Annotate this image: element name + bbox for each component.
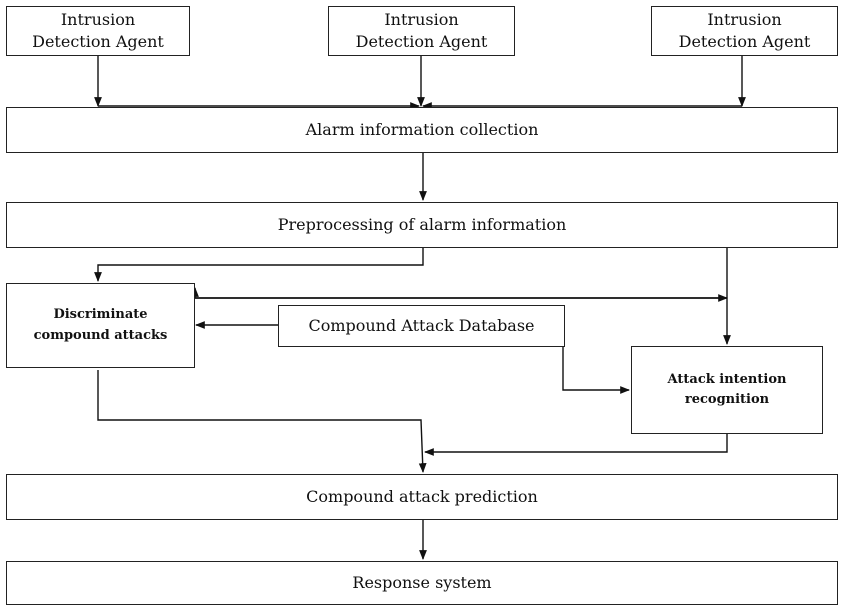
intrusion-detection-agent-right: Intrusion Detection Agent bbox=[651, 6, 838, 56]
preprocessing-box: Preprocessing of alarm information bbox=[6, 202, 838, 248]
agent-label-line1: Intrusion bbox=[707, 10, 782, 30]
intention-label-line2: recognition bbox=[684, 392, 770, 407]
response-label: Response system bbox=[352, 573, 492, 593]
alarm-collection-label: Alarm information collection bbox=[305, 120, 539, 140]
intrusion-detection-agent-center: Intrusion Detection Agent bbox=[328, 6, 515, 56]
intention-to-prediction-arrow bbox=[424, 434, 728, 456]
discriminate-label-line2: compound attacks bbox=[33, 327, 168, 343]
agent-label-line2: Detection Agent bbox=[32, 32, 164, 51]
discriminate-label-line1: Discriminate bbox=[53, 307, 148, 323]
preprocessing-to-discriminate-arrow bbox=[94, 247, 424, 282]
compound-attack-prediction-box: Compound attack prediction bbox=[6, 474, 838, 520]
discriminate-compound-attacks-box: Discriminate compound attacks bbox=[6, 283, 195, 368]
intrusion-detection-agent-left: Intrusion Detection Agent bbox=[6, 6, 190, 56]
agent-label-line2: Detection Agent bbox=[355, 32, 488, 51]
response-system-box: Response system bbox=[6, 561, 838, 605]
database-to-intention-arrow bbox=[562, 345, 630, 394]
prediction-label: Compound attack prediction bbox=[306, 487, 538, 507]
attack-intention-recognition-box: Attack intention recognition bbox=[631, 346, 823, 434]
preprocessing-label: Preprocessing of alarm information bbox=[277, 215, 567, 235]
alarm-information-collection-box: Alarm information collection bbox=[6, 107, 838, 153]
intention-label-line1: Attack intention bbox=[667, 371, 787, 387]
compound-attack-database-box: Compound Attack Database bbox=[278, 305, 565, 347]
database-label: Compound Attack Database bbox=[308, 316, 535, 336]
intention-to-discriminate-arrow bbox=[191, 287, 727, 299]
discriminate-to-prediction-arrow bbox=[97, 370, 427, 473]
agent-label-line1: Intrusion bbox=[60, 10, 136, 30]
agent-label-line2: Detection Agent bbox=[678, 32, 811, 51]
agent-label-line1: Intrusion bbox=[384, 10, 459, 30]
